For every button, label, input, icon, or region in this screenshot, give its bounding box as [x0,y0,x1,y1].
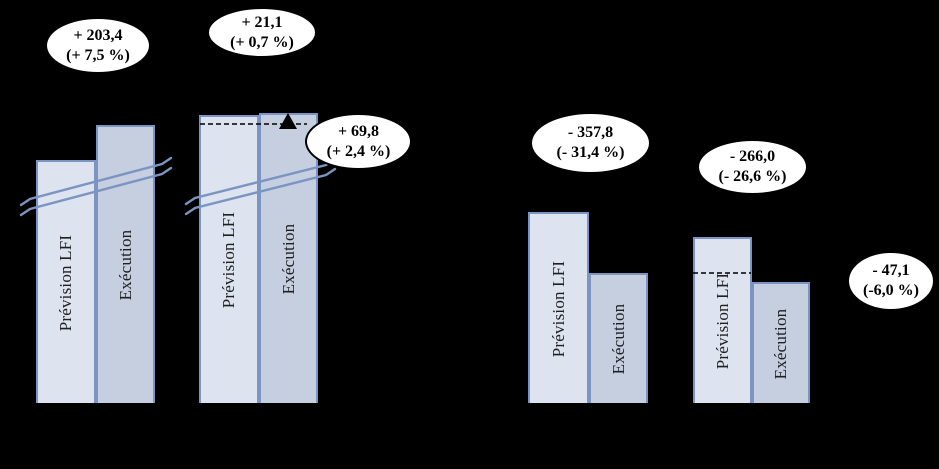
bar-label: Prévision LFI [548,260,568,357]
bar-prevision-lfi-group2: Prévision LFI [199,115,259,403]
callout-group4-delta: - 266,0 (- 26,6 %) [697,139,808,195]
callout-percent: (- 26,6 %) [718,168,787,185]
callout-group3-delta: - 357,8 (- 31,4 %) [530,112,651,174]
callout-group2-secondary-delta: + 69,8 (+ 2,4 %) [305,113,412,170]
callout-percent: (+ 2,4 %) [326,142,391,160]
callout-percent: (- 31,4 %) [556,144,625,161]
callout-percent: (-6,0 %) [863,282,919,299]
callout-value: + 69,8 [337,122,380,140]
callout-group2-delta: + 21,1 (+ 0,7 %) [207,7,317,58]
callout-percent: (+ 0,7 %) [230,33,294,51]
bar-prevision-lfi-group3: Prévision LFI [528,212,589,403]
callout-percent: (+ 7,5 %) [66,46,130,64]
bar-prevision-lfi-group1: Prévision LFI [36,160,96,403]
bar-execution-group1: Exécution [96,125,155,403]
callout-value: - 357,8 [567,124,614,141]
callout-value: + 203,4 [73,26,123,44]
bar-prevision-lfi-group4: Prévision LFI [693,237,752,403]
callout-group1-delta: + 203,4 (+ 7,5 %) [45,17,151,74]
bar-execution-group4: Exécution [752,282,810,403]
callout-group4-secondary-delta: - 47,1 (-6,0 %) [847,251,935,311]
bar-execution-group3: Exécution [589,273,648,403]
bar-label: Exécution [115,229,135,301]
bar-label: Prévision LFI [712,272,732,370]
callout-value: - 266,0 [729,148,776,165]
bar-label: Exécution [771,308,790,379]
bar-label: Prévision LFI [56,234,75,331]
bar-label: Prévision LFI [219,211,238,309]
bar-label: Exécution [608,303,628,375]
bar-execution-group2: Exécution [259,113,318,403]
callout-value: + 21,1 [241,13,283,31]
bar-label: Exécution [278,223,298,295]
callout-value: - 47,1 [872,262,910,279]
